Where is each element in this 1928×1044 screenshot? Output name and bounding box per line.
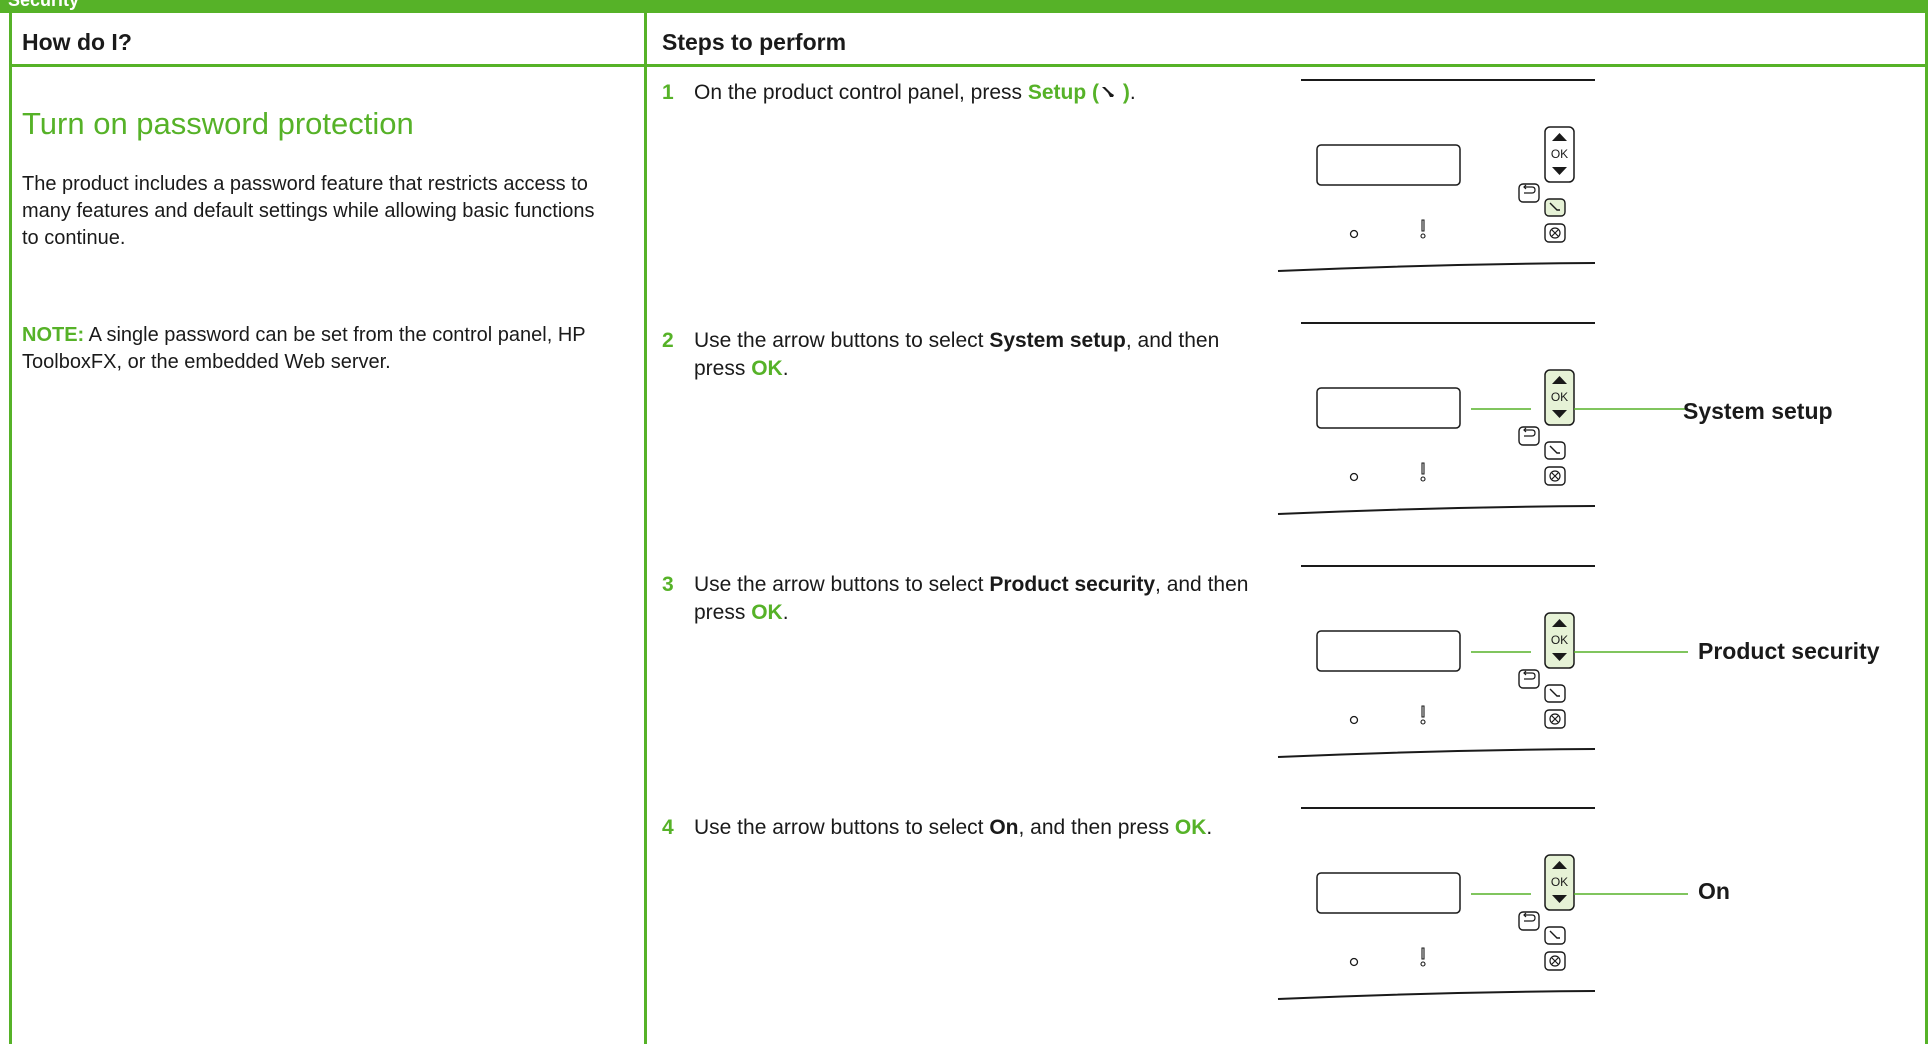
attention-light-icon bbox=[1420, 462, 1426, 482]
steps-header: Steps to perform bbox=[662, 29, 847, 55]
ok-button: OK bbox=[1551, 147, 1568, 161]
ready-light-icon bbox=[1349, 957, 1359, 967]
up-arrow-icon bbox=[1552, 376, 1567, 384]
ok-button-name: OK bbox=[751, 601, 783, 624]
ok-button: OK bbox=[1551, 875, 1568, 889]
attention-light-icon bbox=[1420, 947, 1426, 967]
step-text: Use the arrow buttons to select System s… bbox=[694, 327, 1264, 383]
step-number: 3 bbox=[662, 573, 674, 596]
table-frame bbox=[9, 13, 1928, 1044]
ready-light-icon bbox=[1349, 229, 1359, 239]
how-do-i-header: How do I? bbox=[22, 29, 132, 55]
ok-button-name: OK bbox=[751, 357, 783, 380]
step-text: Use the arrow buttons to select Product … bbox=[694, 571, 1284, 627]
control-panel-illustration: OK bbox=[1268, 315, 1688, 525]
callout-label: Product security bbox=[1698, 638, 1880, 664]
task-description: The product includes a password feature … bbox=[22, 173, 595, 249]
control-panel-illustration: OK bbox=[1268, 558, 1688, 768]
panel-bottom-edge bbox=[1277, 990, 1596, 1000]
step-text-part: Use the arrow buttons to select bbox=[694, 573, 990, 596]
setup-button-name-end: ) bbox=[1117, 81, 1130, 104]
down-arrow-icon bbox=[1552, 895, 1567, 903]
lcd-display bbox=[1316, 144, 1461, 186]
panel-bottom-edge bbox=[1277, 505, 1596, 515]
control-panel-illustration: OK bbox=[1268, 800, 1688, 1010]
step-number: 2 bbox=[662, 329, 674, 352]
attention-light-icon bbox=[1420, 219, 1426, 239]
lcd-display bbox=[1316, 630, 1461, 672]
menu-item-name: On bbox=[989, 816, 1019, 839]
ok-button: OK bbox=[1551, 633, 1568, 647]
ok-button-name: OK bbox=[1174, 816, 1207, 839]
wrench-icon bbox=[1102, 87, 1115, 97]
step-text-part: Use the arrow buttons to select bbox=[694, 816, 990, 839]
step-text-part: , and then press bbox=[694, 329, 1220, 380]
up-arrow-icon bbox=[1552, 861, 1567, 869]
ready-light-icon bbox=[1349, 472, 1359, 482]
callout-label: On bbox=[1698, 878, 1730, 904]
step-text-part: Use the arrow buttons to select bbox=[694, 329, 990, 352]
note-label: NOTE: bbox=[22, 324, 85, 346]
column-divider bbox=[644, 13, 647, 1044]
note-paragraph: NOTE: A single password can be set from … bbox=[22, 322, 607, 376]
task-title: Turn on password protection bbox=[22, 106, 414, 141]
attention-light-icon bbox=[1420, 705, 1426, 725]
panel-bottom-edge bbox=[1277, 262, 1596, 272]
step-text-part: . bbox=[1206, 816, 1213, 839]
setup-button-name: Setup ( bbox=[1027, 81, 1100, 104]
menu-item-name: Product security bbox=[989, 573, 1156, 596]
step-text: On the product control panel, press Setu… bbox=[694, 79, 1284, 107]
panel-bottom-edge bbox=[1277, 748, 1596, 758]
step-text-part: . bbox=[1129, 81, 1136, 104]
up-arrow-icon bbox=[1552, 133, 1567, 141]
down-arrow-icon bbox=[1552, 653, 1567, 661]
down-arrow-icon bbox=[1552, 410, 1567, 418]
section-tab-label: Security bbox=[8, 0, 80, 10]
step-text-part: . bbox=[782, 357, 789, 380]
up-arrow-icon bbox=[1552, 619, 1567, 627]
ready-light-icon bbox=[1349, 715, 1359, 725]
menu-item-name: System setup bbox=[989, 329, 1126, 352]
step-text-part: On the product control panel, press bbox=[694, 81, 1028, 104]
step-text-part: , and then press bbox=[694, 573, 1249, 624]
section-tab-bar: Security bbox=[0, 0, 1928, 13]
step-number: 4 bbox=[662, 816, 674, 839]
callout-label: System setup bbox=[1683, 398, 1833, 424]
lcd-display bbox=[1316, 387, 1461, 429]
step-text: Use the arrow buttons to select On, and … bbox=[694, 814, 1254, 842]
note-text: A single password can be set from the co… bbox=[22, 324, 586, 373]
control-panel-illustration: OK bbox=[1268, 72, 1618, 282]
ok-button: OK bbox=[1551, 390, 1568, 404]
header-divider bbox=[9, 64, 1928, 67]
step-number: 1 bbox=[662, 81, 674, 104]
step-text-part: , and then press bbox=[1018, 816, 1175, 839]
down-arrow-icon bbox=[1552, 167, 1567, 175]
step-text-part: . bbox=[782, 601, 789, 624]
lcd-display bbox=[1316, 872, 1461, 914]
